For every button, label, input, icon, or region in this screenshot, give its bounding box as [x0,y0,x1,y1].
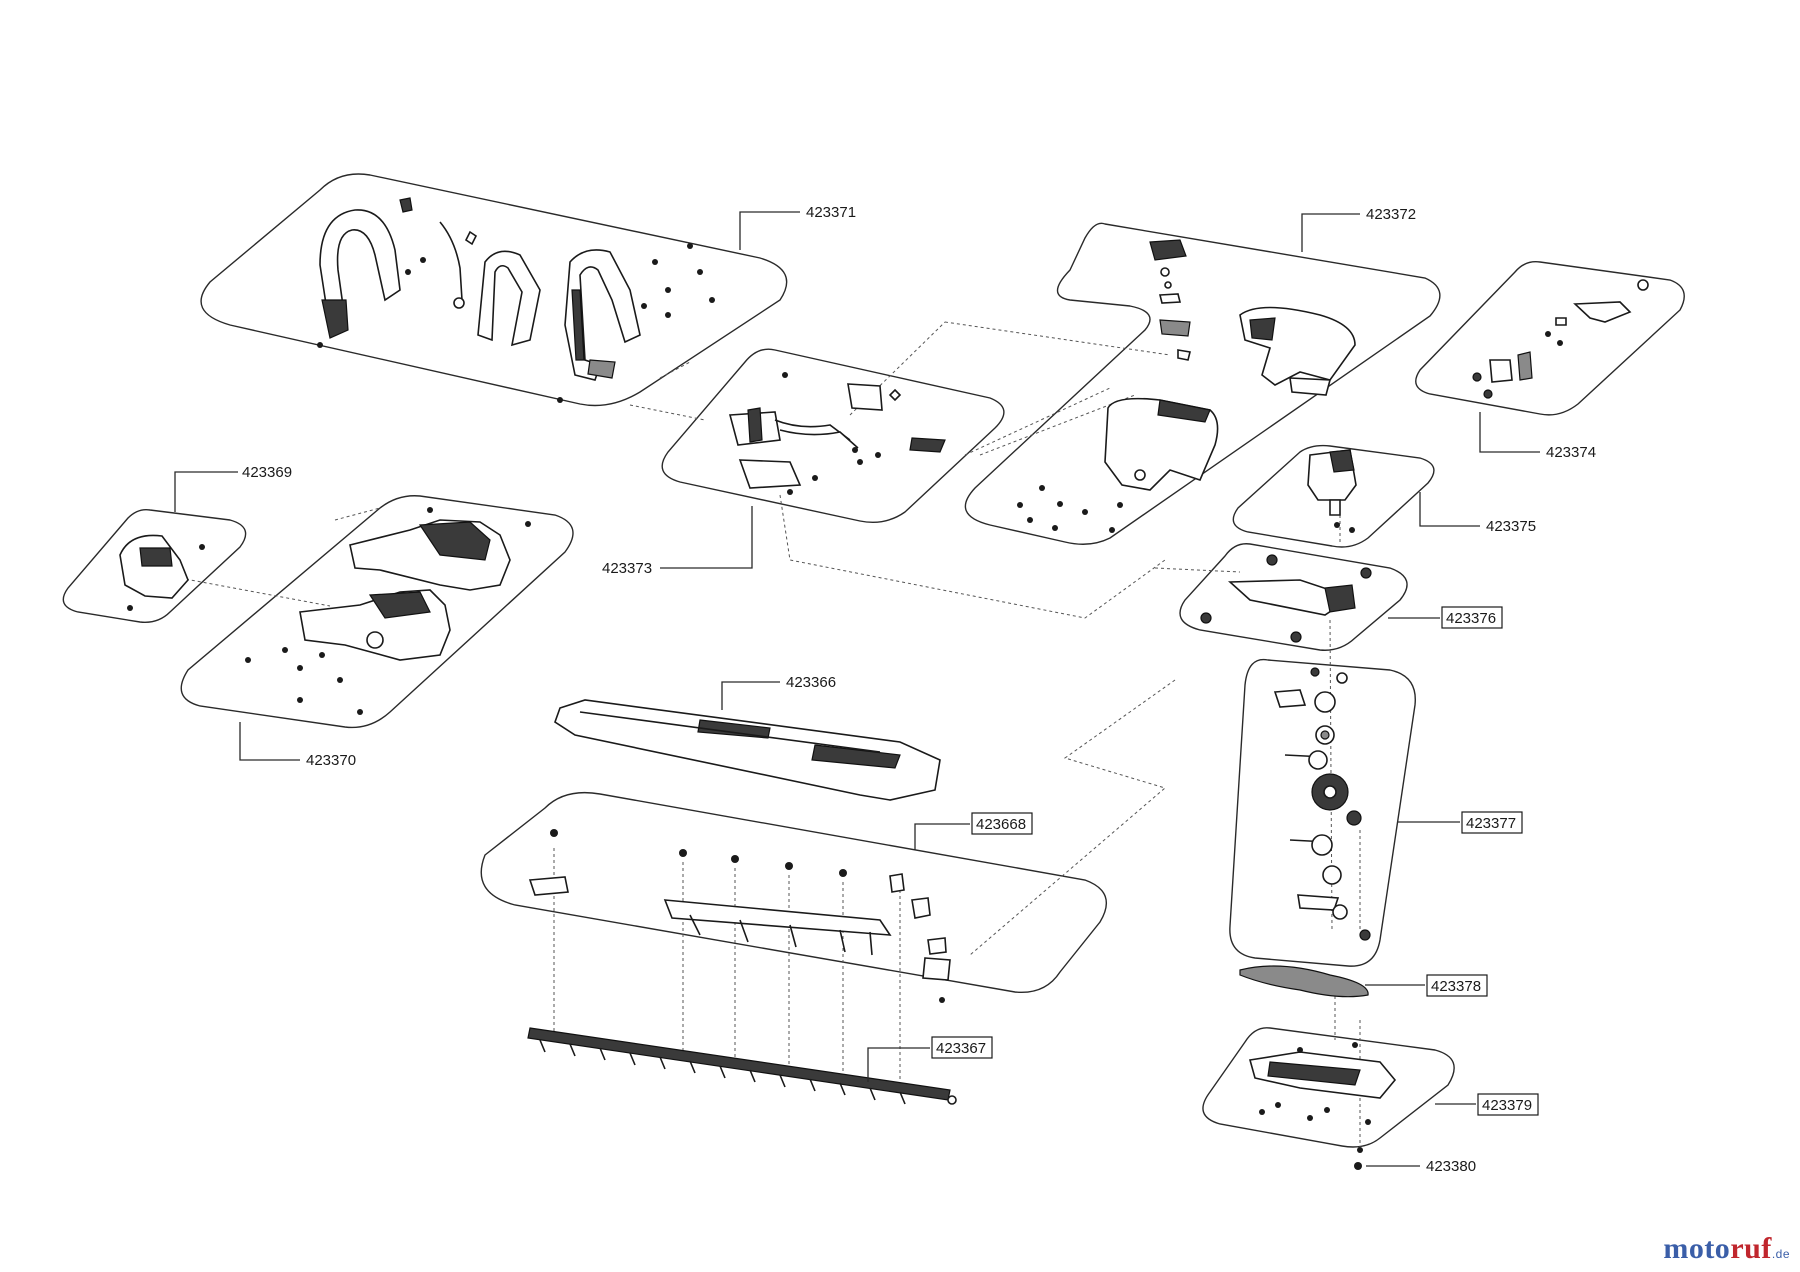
panel-423376 [1179,543,1408,651]
box-423379 [1477,1093,1539,1116]
battery-cover-423369 [119,534,205,611]
panel-423372 [964,222,1441,545]
panel-423373 [661,348,1005,524]
box-423668 [971,812,1033,835]
motor-housing-423370 [245,507,531,715]
label-423378: 423378 [1431,978,1481,995]
panel-423370 [180,495,574,729]
panel-423375 [1232,444,1435,548]
label-423668: 423668 [976,816,1026,833]
panel-423668 [480,791,1108,994]
box-423376 [1441,606,1503,629]
alignment-lines [179,321,1361,1150]
label-423374: 423374 [1546,444,1596,461]
label-423380: 423380 [1426,1158,1476,1175]
label-423369: 423369 [242,464,292,481]
panel-423377 [1229,658,1416,967]
label-423376: 423376 [1446,610,1496,627]
switch-lever-423374 [1472,279,1649,399]
panel-423374 [1415,261,1685,416]
box-423367 [931,1036,993,1059]
label-423373: 423373 [602,560,652,577]
panel-423371 [200,173,788,407]
label-423371: 423371 [806,204,856,221]
label-423367: 423367 [936,1040,986,1057]
motor-423375 [1307,449,1357,533]
label-423377: 423377 [1466,815,1516,832]
blade-clamp-set-423668 [528,829,951,1003]
panel-423369 [62,508,247,623]
blade-guard-423366 [554,699,941,801]
gear-set-423377 [1273,667,1371,941]
motoruf-logo: motoruf.de [1663,1232,1790,1265]
screw-423380 [1354,1162,1362,1170]
label-423370: 423370 [306,752,356,769]
rear-handle-housing-423372 [1017,239,1356,533]
label-423372: 423372 [1366,206,1416,223]
leader-lines [174,211,1540,1167]
box-423377 [1461,811,1523,834]
panel-423379 [1202,1027,1455,1148]
box-423378 [1426,974,1488,997]
label-423375: 423375 [1486,518,1536,535]
label-423379: 423379 [1482,1097,1532,1114]
handle-assembly-423371 [317,197,715,403]
switch-module-423373 [728,372,946,495]
cutting-blade-423367 [527,1027,957,1105]
gear-housing-top-423376 [1200,554,1372,643]
label-423366: 423366 [786,674,836,691]
gear-housing-bottom-423379 [1248,1042,1397,1153]
gasket-423378 [1239,965,1369,998]
